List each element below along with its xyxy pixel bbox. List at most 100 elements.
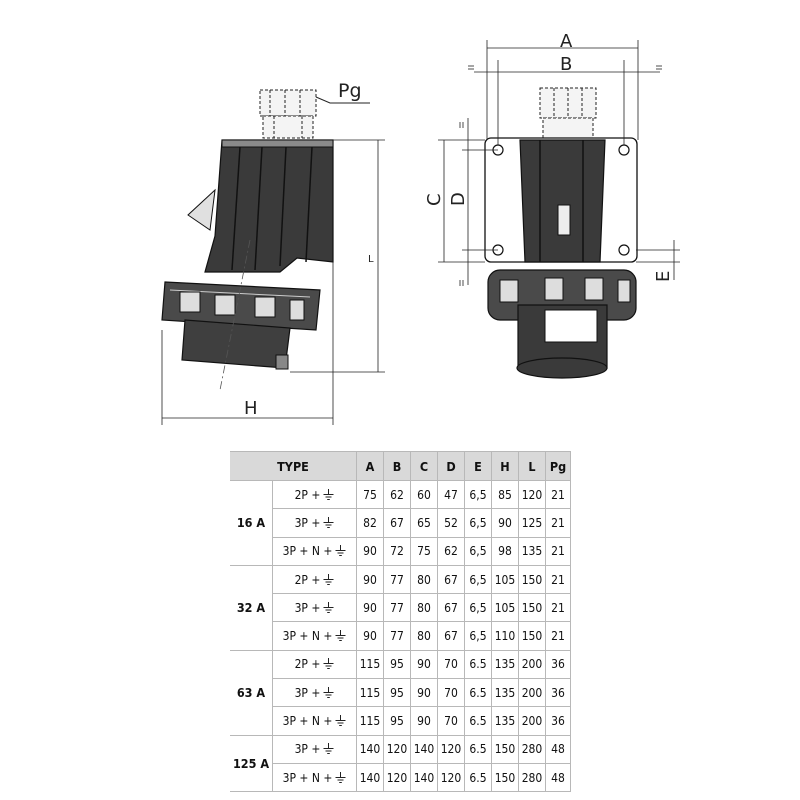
value-cell: 140 (410, 762, 438, 793)
value-cell: 90 (356, 621, 384, 651)
value-cell: 140 (356, 734, 384, 764)
value-cell: 150 (518, 621, 546, 651)
value-cell: 120 (518, 479, 546, 510)
value-cell: 6.5 (464, 678, 492, 708)
value-cell: 120 (437, 734, 465, 764)
type-cell: 2P + (272, 649, 357, 680)
value-cell: 67 (437, 593, 465, 623)
value-cell: 140 (410, 734, 438, 764)
value-cell: 67 (437, 621, 465, 651)
socket-barrel (181, 319, 291, 369)
value-cell: 115 (356, 649, 384, 680)
front-view (438, 40, 680, 379)
value-cell: 85 (491, 479, 519, 510)
socket-opening (516, 357, 608, 379)
ground-symbol-icon (323, 686, 334, 698)
value-cell: 120 (437, 762, 465, 793)
type-cell: 3P + N + (272, 762, 357, 793)
value-cell: 77 (383, 593, 411, 623)
value-cell: 120 (383, 762, 411, 793)
type-text: 3P + (294, 600, 321, 615)
value-cell: 90 (410, 706, 438, 736)
value-cell: 150 (518, 564, 546, 595)
cable-gland (259, 89, 317, 139)
value-cell: 36 (545, 649, 571, 680)
value-cell: 47 (437, 479, 465, 510)
value-cell: 90 (356, 593, 384, 623)
e-label: E (653, 271, 674, 282)
value-cell: 36 (545, 678, 571, 708)
value-cell: 75 (410, 536, 438, 566)
col-header-b: B (383, 451, 411, 481)
value-cell: 36 (545, 706, 571, 736)
type-cell: 2P + (272, 564, 357, 595)
pg-leader (315, 96, 370, 104)
value-cell: 6.5 (464, 706, 492, 736)
value-cell: 135 (518, 536, 546, 566)
col-header-h: H (491, 451, 519, 481)
type-text: 2P + (294, 487, 321, 502)
value-cell: 200 (518, 678, 546, 708)
ground-symbol-icon (335, 630, 346, 642)
value-cell: 90 (356, 564, 384, 595)
type-text: 3P + (294, 742, 321, 757)
value-cell: 52 (437, 508, 465, 538)
table-header-row: TYPE A B C D E H L Pg (230, 451, 571, 481)
value-cell: 21 (545, 508, 571, 538)
value-cell: 90 (356, 536, 384, 566)
ground-symbol-icon (323, 488, 334, 500)
value-cell: 6.5 (464, 649, 492, 680)
type-cell: 3P + (272, 508, 357, 538)
value-cell: 90 (410, 649, 438, 680)
value-cell: 6,5 (464, 479, 492, 510)
ground-symbol-icon (335, 545, 346, 557)
value-cell: 77 (383, 621, 411, 651)
value-cell: 80 (410, 564, 438, 595)
ground-symbol-icon (335, 771, 346, 783)
type-text: 3P + N + (282, 714, 333, 729)
ground-symbol-icon (323, 601, 334, 613)
type-text: 2P + (294, 657, 321, 672)
value-cell: 280 (518, 762, 546, 793)
value-cell: 62 (383, 479, 411, 510)
value-cell: 110 (491, 621, 519, 651)
value-cell: 72 (383, 536, 411, 566)
col-header-a: A (356, 451, 384, 481)
value-cell: 6,5 (464, 536, 492, 566)
ground-symbol-icon (323, 573, 334, 585)
technical-drawing: Pg H L (161, 31, 680, 425)
value-cell: 48 (545, 762, 571, 793)
group-label: 32 A (230, 564, 273, 651)
socket-body (204, 139, 334, 273)
type-cell: 3P + N + (272, 621, 357, 651)
value-cell: 140 (356, 762, 384, 793)
group-label: 63 A (230, 649, 273, 736)
c-label: C (424, 193, 445, 206)
value-cell: 70 (437, 649, 465, 680)
type-text: 3P + N + (282, 770, 333, 785)
value-cell: 90 (410, 678, 438, 708)
value-cell: 21 (545, 564, 571, 595)
value-cell: 65 (410, 508, 438, 538)
value-cell: 70 (437, 678, 465, 708)
value-cell: 21 (545, 621, 571, 651)
col-header-c: C (410, 451, 438, 481)
pg-label: Pg (338, 80, 362, 102)
value-cell: 150 (491, 762, 519, 793)
b-label: B (560, 54, 572, 75)
value-cell: 6.5 (464, 734, 492, 764)
value-cell: 95 (383, 649, 411, 680)
value-cell: 80 (410, 593, 438, 623)
value-cell: 21 (545, 593, 571, 623)
value-cell: 150 (491, 734, 519, 764)
type-cell: 3P + (272, 734, 357, 764)
type-text: 3P + (294, 515, 321, 530)
value-cell: 90 (491, 508, 519, 538)
